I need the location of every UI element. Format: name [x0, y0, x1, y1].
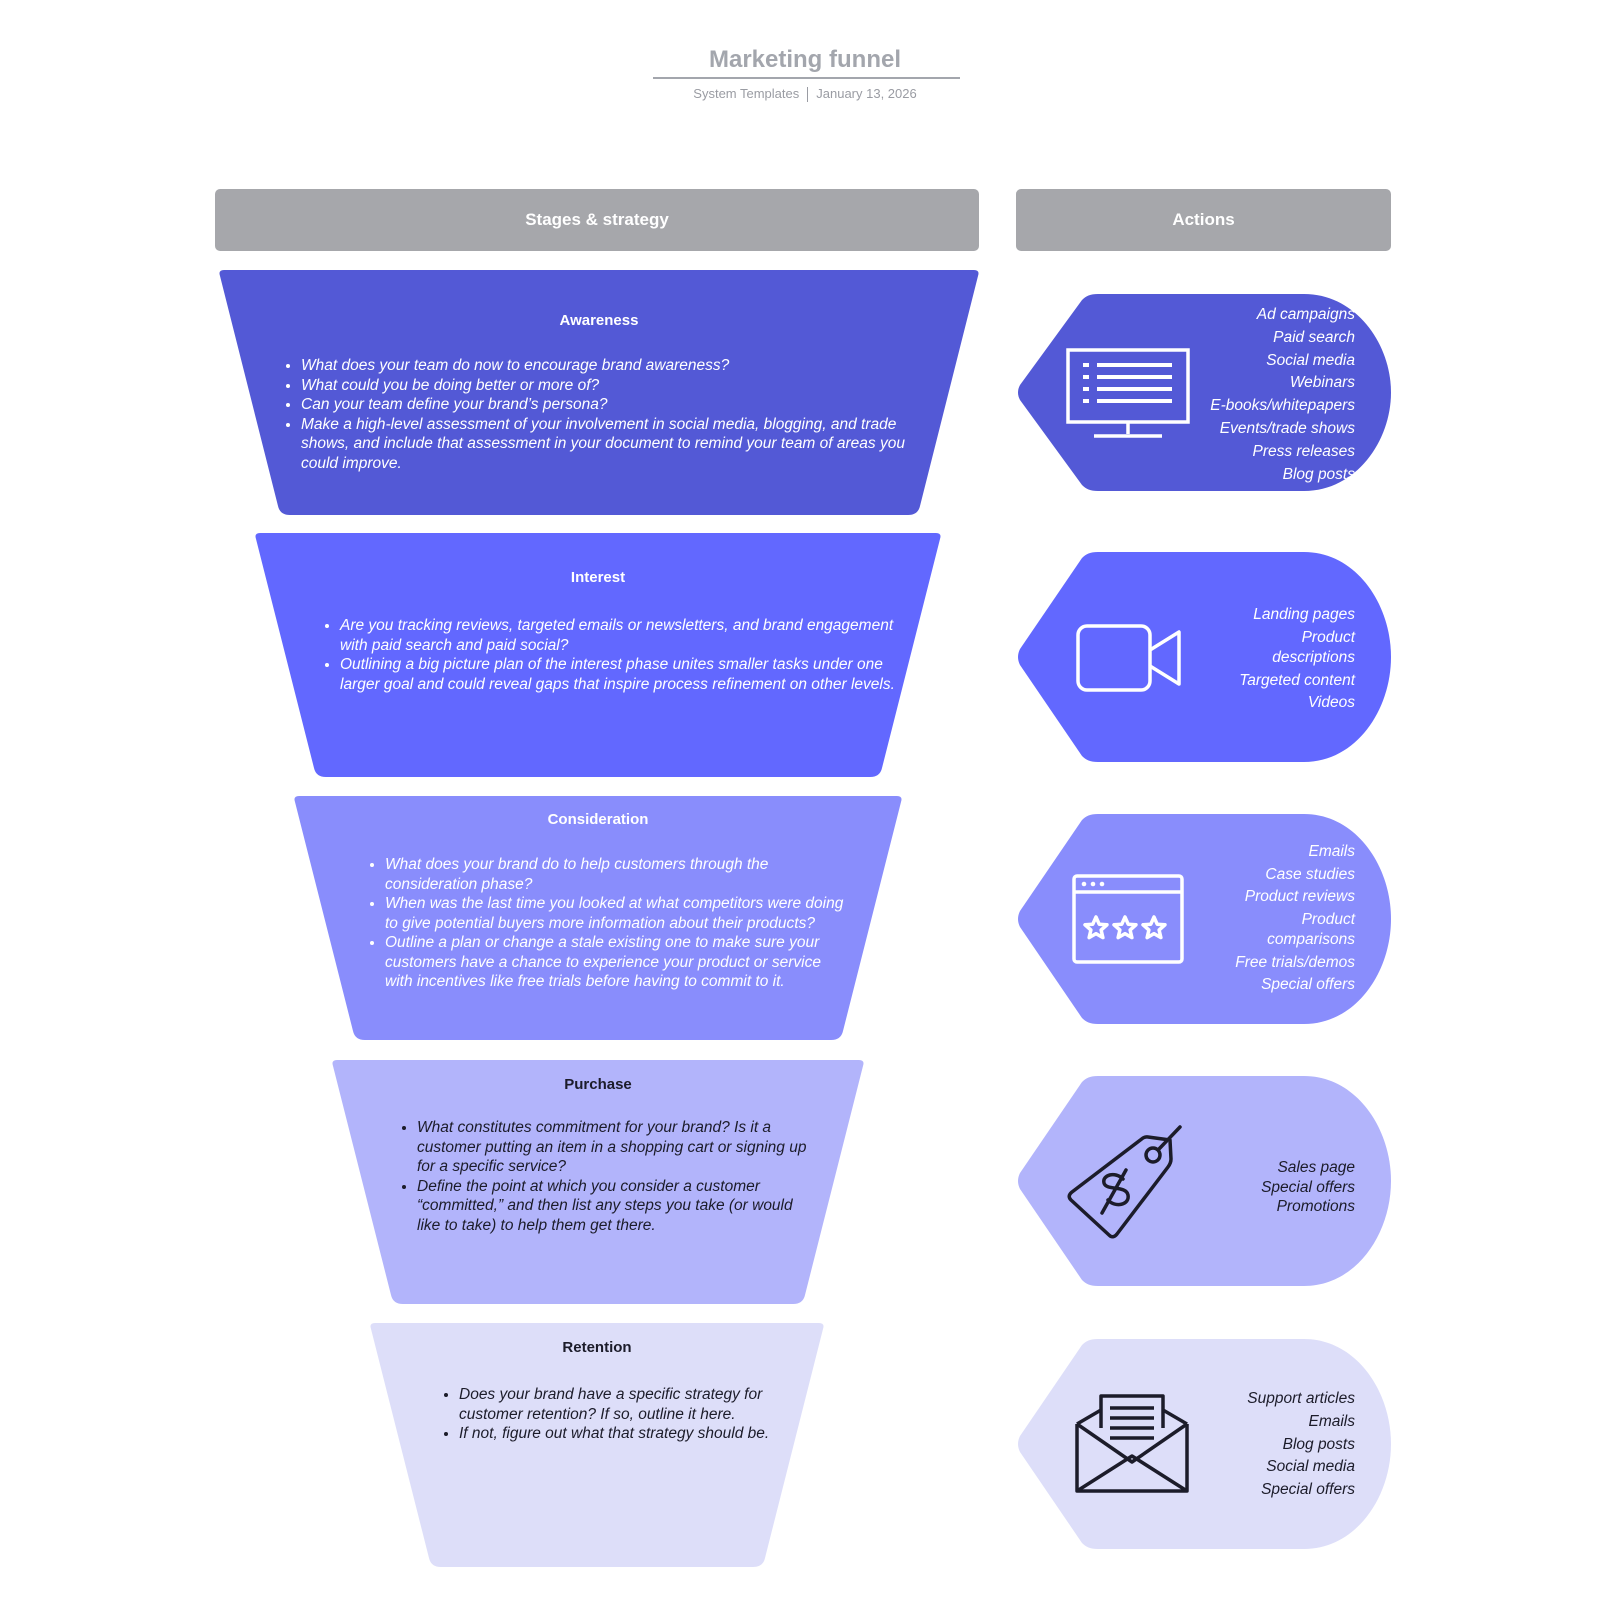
- action-item: Webinars: [1289, 374, 1355, 392]
- stage-purchase: Purchase What constitutes commitment for…: [331, 1060, 865, 1304]
- page-title: Marketing funnel: [708, 46, 901, 73]
- action-item: Social media: [1266, 1458, 1355, 1476]
- action-card-awareness: Ad campaigns Paid search Social media We…: [1016, 294, 1391, 491]
- action-card-shape: [1018, 814, 1391, 1024]
- stage-bullet: What does your team do now to encourage …: [301, 356, 941, 376]
- action-card-shape: [1018, 1339, 1391, 1549]
- stage-title: Consideration: [547, 811, 649, 828]
- action-item: Landing pages: [1253, 606, 1355, 623]
- stage-bullet: Can your team define your brand’s person…: [301, 395, 941, 415]
- action-item: Social media: [1266, 351, 1355, 369]
- stage-bullet-list: What does your brand do to help customer…: [365, 855, 845, 992]
- stages-column-header: Stages & strategy: [215, 189, 979, 251]
- stage-bullet-list: Does your brand have a specific strategy…: [439, 1385, 789, 1444]
- action-item: Ad campaigns: [1256, 306, 1355, 323]
- action-item: Special offers: [1261, 1178, 1355, 1196]
- action-list: Landing pages Product descriptions Targe…: [1195, 605, 1355, 714]
- stage-bullet: If not, figure out what that strategy sh…: [459, 1424, 789, 1444]
- stage-interest-shape: [255, 533, 941, 777]
- action-card-shape: [1018, 552, 1391, 762]
- stage-title: Interest: [570, 569, 626, 586]
- source-label: System Templates: [693, 86, 800, 101]
- stage-consideration: Consideration What does your brand do to…: [293, 796, 903, 1040]
- action-item: Press releases: [1252, 442, 1355, 460]
- video-camera-icon: [1076, 624, 1181, 692]
- action-item: Blog posts: [1282, 1435, 1355, 1453]
- page-meta: System Templates January 13, 2026: [600, 86, 1010, 103]
- stage-consideration-shape: [294, 796, 902, 1040]
- action-item: Support articles: [1247, 1390, 1355, 1407]
- action-item: Emails: [1308, 843, 1355, 860]
- stage-bullet: What does your brand do to help customer…: [385, 855, 845, 894]
- action-item: Emails: [1308, 1412, 1355, 1430]
- stage-retention-shape: [370, 1323, 824, 1567]
- action-item: Targeted content: [1239, 671, 1355, 689]
- action-list: Sales page Special offers Promotions: [1261, 1158, 1355, 1217]
- stage-bullet: Outline a plan or change a stale existin…: [385, 933, 845, 992]
- stage-bullet: Are you tracking reviews, targeted email…: [340, 616, 900, 655]
- review-stars-icon: [1072, 874, 1184, 964]
- action-list: Ad campaigns Paid search Social media We…: [1210, 304, 1355, 486]
- stage-bullet: Outlining a big picture plan of the inte…: [340, 655, 900, 694]
- action-card-shape: [1018, 294, 1391, 491]
- stage-title: Retention: [562, 1339, 632, 1356]
- price-tag-icon: [1067, 1125, 1182, 1239]
- action-card-consideration: Emails Case studies Product reviews Prod…: [1016, 814, 1391, 1024]
- action-item: Product descriptions: [1272, 628, 1355, 667]
- stage-bullet-list: Are you tracking reviews, targeted email…: [320, 616, 900, 694]
- stage-bullet-list: What constitutes commitment for your bra…: [397, 1118, 817, 1235]
- action-item: Special offers: [1261, 1481, 1355, 1499]
- action-item: Special offers: [1261, 976, 1355, 993]
- stage-awareness: Awareness What does your team do now to …: [218, 270, 980, 515]
- stage-purchase-shape: [332, 1060, 864, 1304]
- action-item: Promotions: [1276, 1198, 1355, 1215]
- stage-bullet: What could you be doing better or more o…: [301, 376, 941, 396]
- action-item: Product reviews: [1244, 888, 1355, 905]
- action-item: Sales page: [1277, 1159, 1355, 1176]
- meta-divider: [807, 87, 809, 103]
- date-label: January 13, 2026: [816, 86, 917, 101]
- action-item: Blog posts: [1282, 465, 1355, 483]
- action-card-retention: Support articles Emails Blog posts Socia…: [1016, 1339, 1391, 1549]
- actions-column-label: Actions: [1172, 210, 1235, 229]
- stage-bullet: What constitutes commitment for your bra…: [417, 1118, 817, 1177]
- stage-bullet: Does your brand have a specific strategy…: [459, 1385, 789, 1424]
- stage-title: Purchase: [564, 1076, 632, 1093]
- action-item: Paid search: [1273, 328, 1355, 346]
- action-item: Videos: [1307, 694, 1355, 711]
- action-card-interest: Landing pages Product descriptions Targe…: [1016, 552, 1391, 762]
- stage-title: Awareness: [559, 312, 639, 329]
- stage-bullet-list: What does your team do now to encourage …: [281, 356, 941, 473]
- action-list: Support articles Emails Blog posts Socia…: [1247, 1388, 1355, 1502]
- stage-retention: Retention Does your brand have a specifi…: [369, 1323, 825, 1567]
- stages-column-label: Stages & strategy: [525, 210, 669, 229]
- stage-bullet: Define the point at which you consider a…: [417, 1177, 817, 1236]
- open-envelope-icon: [1075, 1394, 1189, 1493]
- monitor-icon: [1066, 348, 1190, 438]
- action-card-purchase: Sales page Special offers Promotions: [1016, 1076, 1391, 1286]
- actions-column-header: Actions: [1016, 189, 1391, 251]
- action-card-shape: [1018, 1076, 1391, 1286]
- action-item: Free trials/demos: [1235, 953, 1355, 971]
- action-list: Emails Case studies Product reviews Prod…: [1180, 842, 1355, 996]
- stage-bullet: When was the last time you looked at wha…: [385, 894, 845, 933]
- stage-awareness-shape: [219, 270, 979, 515]
- action-item: Product comparisons: [1267, 910, 1355, 949]
- stage-interest: Interest Are you tracking reviews, targe…: [254, 533, 942, 777]
- title-underline: [653, 77, 960, 79]
- action-item: Case studies: [1265, 865, 1355, 883]
- action-item: E-books/whitepapers: [1210, 397, 1355, 415]
- action-item: Events/trade shows: [1219, 419, 1355, 437]
- stage-bullet: Make a high-level assessment of your inv…: [301, 415, 941, 474]
